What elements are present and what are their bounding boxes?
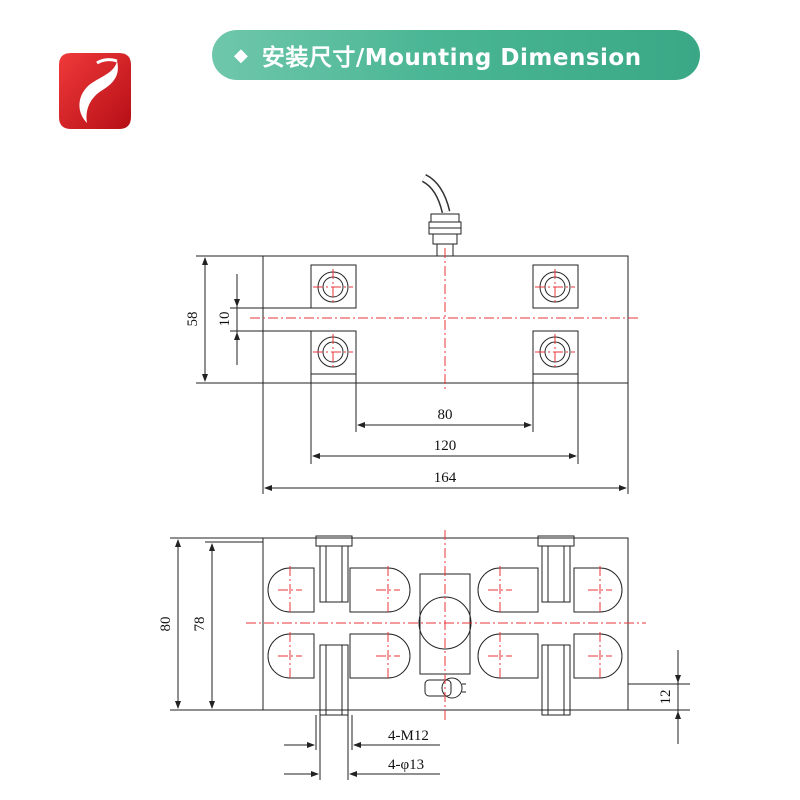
callout-thread-m12: 4-M12 xyxy=(388,728,429,744)
dim-height-58: 58 xyxy=(185,312,201,327)
brand-logo-icon xyxy=(57,51,133,131)
front-view xyxy=(170,530,690,780)
page-title: 安装尺寸/Mounting Dimension xyxy=(261,45,642,71)
title-banner: ◆ 安装尺寸/Mounting Dimension xyxy=(212,30,700,80)
cable-gland-icon xyxy=(424,677,466,699)
dim-inner-span-80: 80 xyxy=(438,407,453,423)
mounting-bolt-icon xyxy=(315,535,575,716)
dim-foot-height-12: 12 xyxy=(658,690,674,705)
top-view xyxy=(196,173,640,494)
diamond-icon: ◆ xyxy=(234,45,248,65)
dim-mid-span-120: 120 xyxy=(434,438,457,454)
callout-hole-13: 4-φ13 xyxy=(388,757,424,773)
dim-hole-gap-10: 10 xyxy=(217,312,233,327)
dim-body-height-78: 78 xyxy=(192,617,208,632)
dim-overall-length-164: 164 xyxy=(434,470,457,486)
dim-overall-height-80: 80 xyxy=(158,617,174,632)
